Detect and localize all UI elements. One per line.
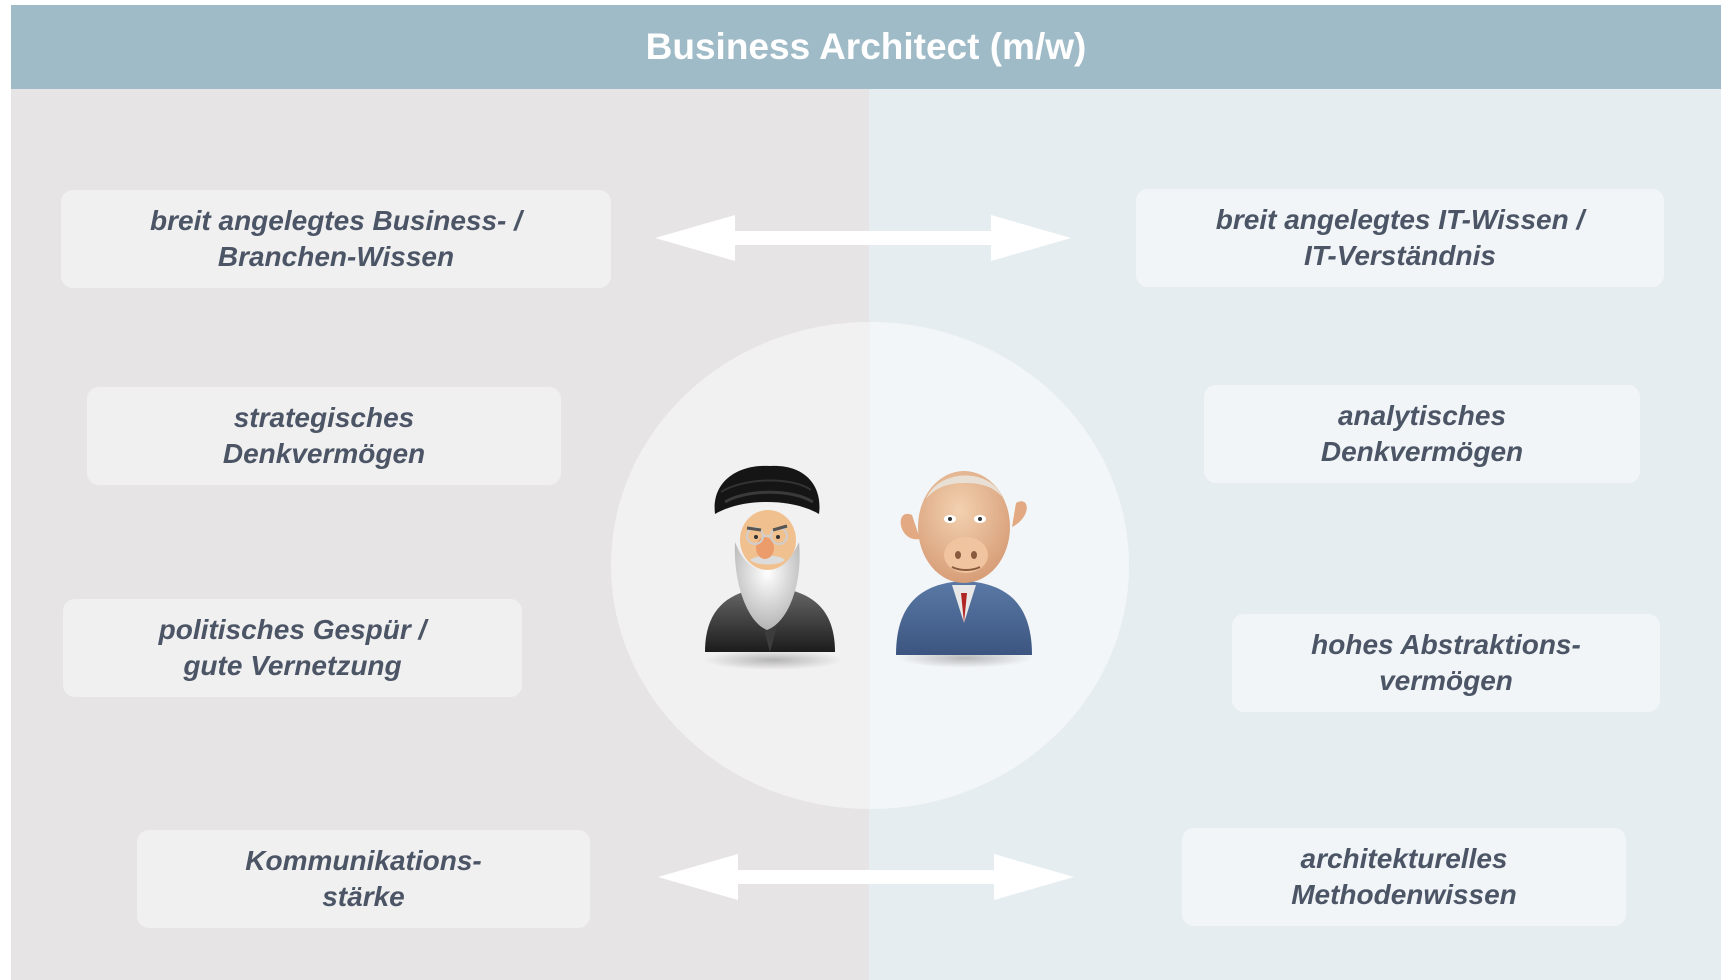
double-arrow-icon bbox=[658, 854, 1074, 900]
skill-card-architecture-methods: architekturelles Methodenwissen bbox=[1182, 828, 1626, 926]
skill-line: Denkvermögen bbox=[222, 438, 426, 469]
skill-line: Methodenwissen bbox=[1291, 879, 1517, 910]
skill-card-abstraction: hohes Abstraktions- vermögen bbox=[1232, 614, 1660, 712]
header-bar: Business Architect (m/w) bbox=[11, 5, 1721, 89]
skill-line: Kommunikations- bbox=[245, 845, 482, 876]
skill-line: hohes Abstraktions- bbox=[1311, 629, 1581, 660]
skill-line: Branchen-Wissen bbox=[217, 241, 455, 272]
skill-card-analytical-thinking: analytisches Denkvermögen bbox=[1204, 385, 1640, 483]
skill-line: analytisches bbox=[1337, 400, 1507, 431]
skill-line: IT-Verständnis bbox=[1304, 240, 1496, 271]
page-title: Business Architect (m/w) bbox=[645, 26, 1087, 67]
skill-line: Denkvermögen bbox=[1320, 436, 1524, 467]
turbaned-bearded-man-avatar bbox=[703, 465, 843, 670]
skill-card-communication: Kommunikations- stärke bbox=[137, 830, 590, 928]
skill-line: politisches Gespür / bbox=[158, 614, 427, 645]
center-circle bbox=[611, 322, 1129, 809]
skill-card-it-knowledge: breit angelegtes IT-Wissen / IT-Verständ… bbox=[1136, 189, 1664, 287]
skill-card-business-knowledge: breit angelegtes Business- / Branchen-Wi… bbox=[61, 190, 611, 288]
skill-line: gute Vernetzung bbox=[183, 650, 402, 681]
skill-line: stärke bbox=[322, 881, 405, 912]
skill-line: breit angelegtes IT-Wissen / bbox=[1215, 204, 1585, 235]
skill-line: architekturelles bbox=[1300, 843, 1508, 874]
skill-line: breit angelegtes Business- / bbox=[150, 205, 522, 236]
skill-card-strategic-thinking: strategisches Denkvermögen bbox=[87, 387, 561, 485]
skill-line: strategisches bbox=[233, 402, 415, 433]
bald-man-avatar bbox=[896, 471, 1033, 668]
skill-card-political-sense: politisches Gespür / gute Vernetzung bbox=[63, 599, 522, 697]
skill-line: vermögen bbox=[1379, 665, 1513, 696]
double-arrow-icon bbox=[655, 215, 1071, 261]
